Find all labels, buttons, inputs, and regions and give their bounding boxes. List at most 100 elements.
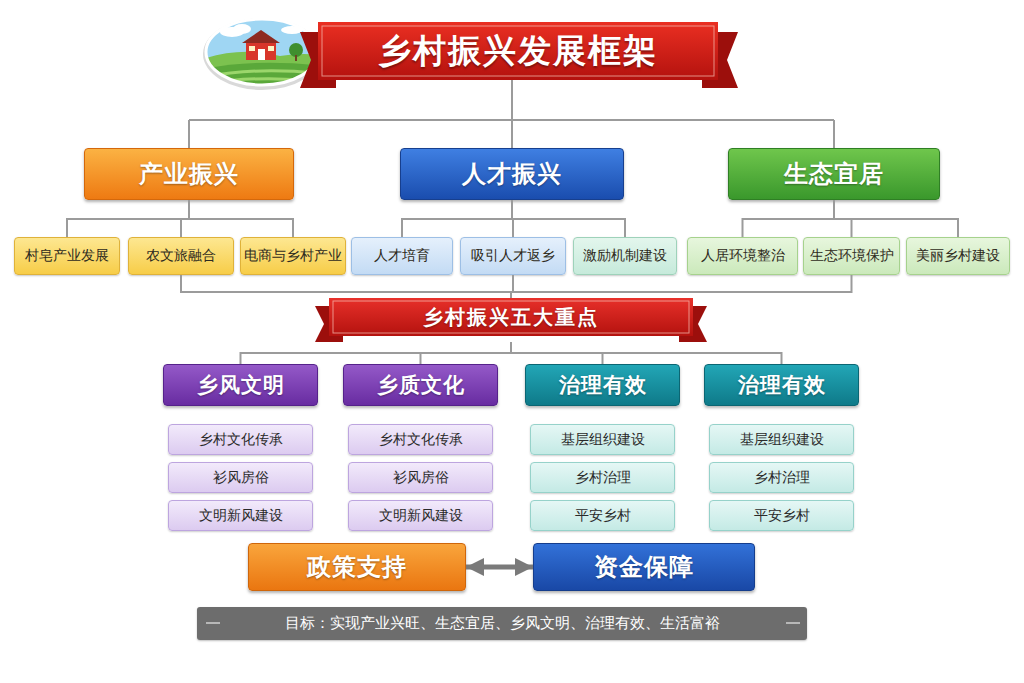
node-text: 平安乡村 <box>754 507 810 525</box>
node-text: 乡村文化传承 <box>379 431 463 449</box>
pillar-box: 生态宜居 <box>728 148 940 200</box>
support-box: 政策支持 <box>248 543 466 591</box>
goal-bar: 目标：实现产业兴旺、生态宜居、乡风文明、治理有效、生活富裕 <box>197 607 807 640</box>
cloud <box>233 24 251 34</box>
task-box: 农文旅融合 <box>128 237 234 275</box>
node-text: 激励机制建设 <box>583 247 667 265</box>
task-box: 电商与乡村产业 <box>240 237 346 275</box>
node-text: 衫风房俗 <box>213 469 269 487</box>
node-text: 人才培育 <box>374 247 430 265</box>
focus-item: 文明新风建设 <box>168 500 313 531</box>
node-text: 吸引人才返乡 <box>471 247 555 265</box>
node-text: 文明新风建设 <box>379 507 463 525</box>
house-wall <box>246 42 276 60</box>
ribbon-body <box>329 298 693 336</box>
node-text: 衫风房俗 <box>393 469 449 487</box>
house-window <box>268 46 274 51</box>
focus-item: 文明新风建设 <box>348 500 493 531</box>
node-text: 生态宜居 <box>784 158 884 190</box>
focus-item: 乡村文化传承 <box>348 424 493 455</box>
title-banner <box>300 22 738 88</box>
focus-item: 乡村治理 <box>530 462 675 493</box>
node-text: 资金保障 <box>594 551 694 583</box>
node-text: 乡村治理 <box>754 469 810 487</box>
illustration-border <box>206 19 318 85</box>
pillar-box: 人才振兴 <box>400 148 624 200</box>
house-door <box>258 49 265 60</box>
focus-header: 治理有效 <box>525 364 680 406</box>
focus-item: 乡村治理 <box>709 462 854 493</box>
tree-connector <box>67 200 189 237</box>
tree-connector <box>511 342 782 364</box>
focus-item: 衫风房俗 <box>168 462 313 493</box>
task-box: 人才培育 <box>351 237 453 275</box>
house-window <box>249 46 255 51</box>
tree-connector <box>189 80 834 148</box>
tree-connector <box>189 200 293 237</box>
node-text: 村皂产业发展 <box>25 247 109 265</box>
focus-item: 平安乡村 <box>530 500 675 531</box>
banner-inner-line <box>322 26 714 76</box>
node-text: 治理有效 <box>738 371 826 399</box>
task-box: 人居环境整治 <box>687 237 798 275</box>
pillar-box: 产业振兴 <box>84 148 294 200</box>
tree-connector <box>834 200 852 237</box>
node-text: 生态环境保护 <box>810 247 894 265</box>
tree-connector <box>743 200 835 237</box>
node-text: 乡村文化传承 <box>199 431 283 449</box>
tree-connector <box>511 275 852 298</box>
node-text: 基层组织建设 <box>740 431 824 449</box>
focus-item: 基层组织建设 <box>530 424 675 455</box>
tree-connector <box>512 200 625 237</box>
node-text: 目标：实现产业兴旺、生态宜居、乡风文明、治理有效、生活富裕 <box>285 614 720 633</box>
tree-connector <box>241 342 512 364</box>
tree-connector <box>181 275 511 298</box>
tree-connector <box>511 342 603 364</box>
banner-body <box>318 22 718 80</box>
node-text: 治理有效 <box>559 371 647 399</box>
task-box: 美丽乡村建设 <box>906 237 1010 275</box>
node-text: 美丽乡村建设 <box>916 247 1000 265</box>
node-text: 农文旅融合 <box>146 247 216 265</box>
tree-trunk <box>295 55 297 61</box>
node-text: 乡村治理 <box>575 469 631 487</box>
node-text: 乡村振兴五大重点 <box>423 304 599 331</box>
focus-ribbon: 乡村振兴五大重点 <box>315 298 707 342</box>
task-box: 村皂产业发展 <box>14 237 120 275</box>
node-text: 文明新风建设 <box>199 507 283 525</box>
diagram-title: 乡村振兴发展框架 <box>378 29 658 74</box>
tree-connector <box>834 200 958 237</box>
task-box: 吸引人才返乡 <box>460 237 566 275</box>
title-holder: 乡村振兴发展框架 <box>318 22 718 80</box>
focus-item: 乡村文化传承 <box>168 424 313 455</box>
task-box: 生态环境保护 <box>803 237 900 275</box>
focus-header: 乡风文明 <box>163 364 318 406</box>
node-text: 人才振兴 <box>462 158 562 190</box>
tree-connector <box>421 342 512 364</box>
task-box: 激励机制建设 <box>573 237 677 275</box>
tree-connector <box>512 200 513 237</box>
house-roof <box>242 30 280 43</box>
node-text: 基层组织建设 <box>561 431 645 449</box>
node-text: 人居环境整治 <box>701 247 785 265</box>
node-text: 电商与乡村产业 <box>244 247 342 265</box>
node-text: 产业振兴 <box>139 158 239 190</box>
tree-connector <box>511 275 513 298</box>
double-arrow <box>466 565 533 570</box>
focus-header: 治理有效 <box>704 364 859 406</box>
support-box: 资金保障 <box>533 543 755 591</box>
focus-item: 平安乡村 <box>709 500 854 531</box>
ribbon-inner-line <box>333 301 689 333</box>
focus-item: 衫风房俗 <box>348 462 493 493</box>
tree-connector <box>402 200 512 237</box>
focus-header: 乡质文化 <box>343 364 498 406</box>
goal-rule <box>206 622 800 624</box>
node-text: 乡质文化 <box>377 371 465 399</box>
node-text: 乡风文明 <box>197 371 285 399</box>
node-text: 平安乡村 <box>575 507 631 525</box>
node-text: 政策支持 <box>307 551 407 583</box>
